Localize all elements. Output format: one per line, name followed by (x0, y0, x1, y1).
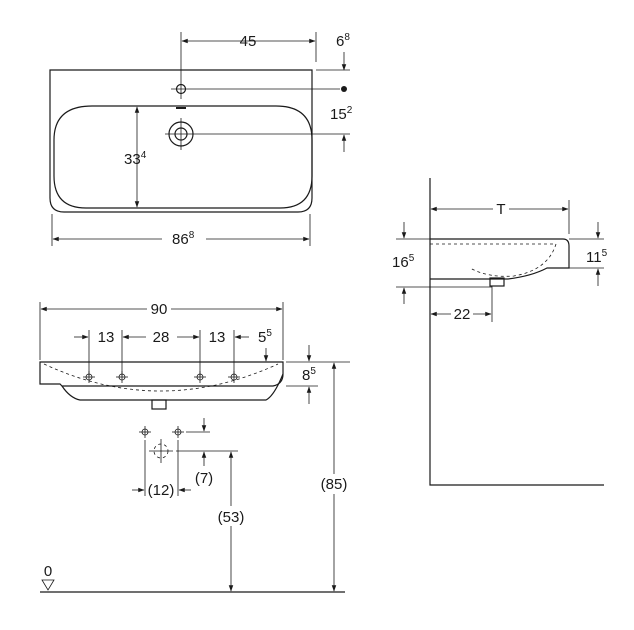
dim-tap-offset: 45 (240, 33, 257, 50)
wall (429, 178, 604, 486)
top-view: 45 68 152 334 868 (49, 32, 353, 248)
overflow-slot-icon (176, 107, 186, 109)
dim-depth: T (496, 201, 505, 218)
dim-mount-height: (85) (321, 476, 348, 493)
dim-drain-offset: (7) (195, 470, 213, 487)
dim-thickness: 85 (302, 366, 316, 384)
dim-edge-hole: 55 (258, 328, 272, 346)
side-view-basin (430, 238, 570, 280)
drain-outlet (151, 399, 167, 410)
side-view: T 165 115 22 (392, 178, 608, 486)
dim-bowl-depth: 334 (124, 150, 147, 168)
dim-drain-wall: 22 (454, 306, 471, 323)
dim-total-width: 90 (151, 301, 168, 318)
dim-hole-spacing-right: 13 (209, 329, 226, 346)
dim-width-overall: 868 (172, 230, 195, 248)
front-view-basin (39, 361, 284, 387)
water-connection-icon (139, 426, 184, 438)
dim-tap-edge: 68 (336, 32, 350, 50)
floor-label: 0 (44, 563, 52, 580)
dim-drain-height: (53) (218, 509, 245, 526)
top-view-bowl (53, 105, 313, 209)
dim-hole-depth: 152 (330, 105, 353, 123)
tap-reference-point-icon (341, 86, 347, 92)
side-drain-outlet (489, 277, 505, 287)
dim-rim-height: 165 (392, 253, 415, 271)
dim-lip: 115 (586, 248, 608, 266)
dim-drain-spacing: (12) (148, 482, 175, 499)
floor-level-icon (41, 579, 55, 591)
dim-hole-spacing-left: 13 (98, 329, 115, 346)
top-view-outline (49, 69, 313, 213)
front-view: 90 13 28 13 55 85 (39, 298, 353, 593)
fixing-hole-icon (83, 371, 240, 383)
dim-hole-spacing-center: 28 (153, 329, 170, 346)
